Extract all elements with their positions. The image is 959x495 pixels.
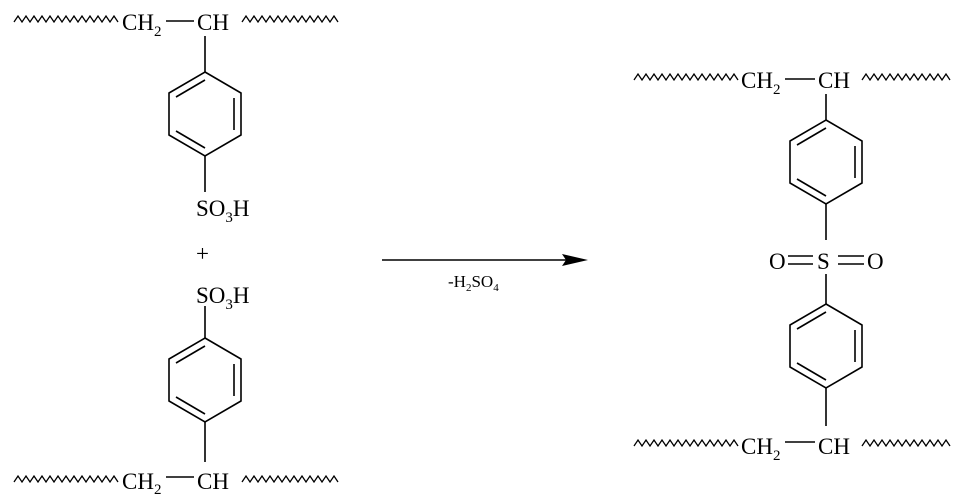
benzene-ring <box>789 119 863 205</box>
ch2-label: CH2 <box>741 68 780 98</box>
oxygen-left-label: O <box>769 249 786 274</box>
benzene-ring <box>789 303 863 389</box>
oxygen-right-label: O <box>867 249 884 274</box>
ch2-label: CH2 <box>122 10 161 40</box>
so3h-label: SO3H <box>196 283 250 313</box>
ch-label: CH <box>197 469 229 494</box>
polymer-chain-wave-left <box>633 438 739 448</box>
ch-label: CH <box>818 68 850 93</box>
polymer-chain-wave-left <box>13 14 119 24</box>
polymer-chain-wave-left <box>13 474 119 484</box>
polymer-chain-wave-right <box>861 438 951 448</box>
polymer-chain-wave-right <box>241 474 339 484</box>
polymer-chain-wave-left <box>633 72 739 82</box>
ch2-label: CH2 <box>122 469 161 495</box>
ch2-label: CH2 <box>741 434 780 464</box>
polymer-chain-wave-right <box>861 72 951 82</box>
so3h-label: SO3H <box>196 196 250 226</box>
plus-sign: + <box>196 241 209 266</box>
reactant-top: CH2 CH SO3H <box>13 10 339 226</box>
arrow-head <box>562 254 588 266</box>
sulfone-group: O S O <box>769 249 884 274</box>
benzene-ring <box>168 337 242 423</box>
reaction-arrow: -H2SO4 <box>382 254 588 294</box>
sulfur-label: S <box>817 249 830 274</box>
benzene-ring <box>168 71 242 157</box>
ch-label: CH <box>818 434 850 459</box>
reactant-bottom: SO3H CH2 CH <box>13 283 339 495</box>
polymer-chain-wave-right <box>241 14 339 24</box>
product: CH2 CH O S O CH2 <box>633 68 951 464</box>
condition-label: -H2SO4 <box>448 272 499 294</box>
ch-label: CH <box>197 10 229 35</box>
